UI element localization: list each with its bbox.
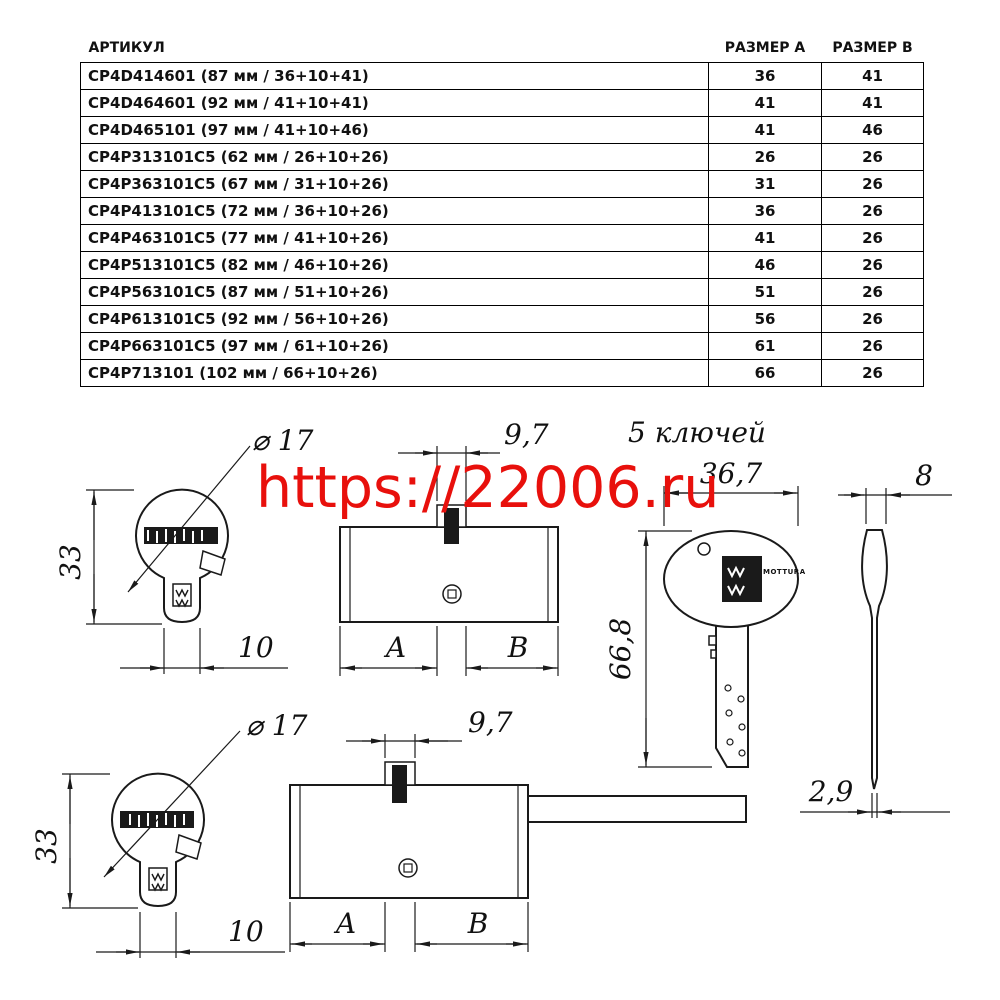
size-table: АРТИКУЛ РАЗМЕР A РАЗМЕР B CP4D414601 (87… [80,34,924,387]
size-a-cell: 51 [708,277,822,306]
dim-a-label: A [383,631,406,664]
article-cell: CP4D465101 (97 мм / 41+10+46) [80,115,709,144]
size-a-cell: 36 [708,196,822,225]
blade-thickness-label: 2,9 [808,775,854,808]
cam-tab [199,549,226,576]
dim-b-top: B [465,626,559,676]
article-cell: CP4P363101C5 (67 мм / 31+10+26) [80,169,709,198]
width-label: 10 [238,631,274,664]
key-side-profile [861,529,888,790]
diameter-label: ⌀ 17 [246,709,308,742]
cam-tab [175,833,202,860]
dim-a-label: A [333,907,356,940]
key-front-view: MOTTURA 36,7 66,8 [604,457,806,768]
keys-count-note: 5 ключей [628,416,766,449]
article-cell: CP4P713101 (102 мм / 66+10+26) [80,358,709,387]
dim-width-10-bottom: 10 [96,912,285,958]
cylinder-end-view-top: ⌀ 17 33 10 [54,424,314,674]
header-size-b: РАЗМЕР B [832,39,913,56]
fixing-screw [398,858,418,878]
tailpiece-rod [527,795,747,823]
size-a-cell: 56 [708,304,822,333]
size-a-cell: 26 [708,142,822,171]
size-a-cell: 61 [708,331,822,360]
article-cell: CP4P613101C5 (92 мм / 56+10+26) [80,304,709,333]
dim-diameter-17-bottom: ⌀ 17 [103,709,308,878]
diameter-label: ⌀ 17 [252,424,314,457]
dim-head-thickness-8: 8 [838,459,952,524]
cylinder-profile [111,772,205,908]
article-cell: CP4P463101C5 (77 мм / 41+10+26) [80,223,709,252]
watermark-url: https://22006.ru [256,455,720,521]
cam-width-label: 9,7 [468,706,513,739]
size-b-cell: 26 [821,331,924,360]
size-b-cell: 26 [821,142,924,171]
size-b-cell: 26 [821,250,924,279]
cam-width-label: 9,7 [504,418,549,451]
dim-key-length-66-8: 66,8 [604,530,712,768]
dim-a-bottom: A [289,902,386,952]
dim-diameter-17-top: ⌀ 17 [127,424,314,593]
article-cell: CP4D414601 (87 мм / 36+10+41) [80,61,709,90]
dim-a-top: A [339,626,438,676]
size-b-cell: 41 [821,61,924,90]
keyway-slot [144,527,218,544]
size-b-cell: 26 [821,358,924,387]
brand-label: MOTTURA [763,568,806,576]
dim-key-width-36-7: 36,7 [663,457,799,526]
article-cell: CP4D464601 (92 мм / 41+10+41) [80,88,709,117]
dim-b-label: B [507,631,529,664]
dim-cam-9-7-bottom: 9,7 [346,706,513,758]
dim-height-33-bottom: 33 [30,773,138,909]
height-label: 33 [30,828,63,864]
dim-blade-thickness-2-9: 2,9 [800,775,950,818]
cylinder-body [289,784,529,899]
article-cell: CP4P413101C5 (72 мм / 36+10+26) [80,196,709,225]
size-b-cell: 41 [821,88,924,117]
mottura-logo [722,556,762,602]
key-length-label: 66,8 [604,618,637,680]
fixing-screw [442,584,462,604]
stem-detail [148,867,168,891]
key-width-label: 36,7 [700,457,763,490]
stem-detail [172,583,192,607]
cylinder-body-view-top: 9,7 A B [339,418,559,676]
article-cell: CP4P563101C5 (87 мм / 51+10+26) [80,277,709,306]
size-b-cell: 26 [821,196,924,225]
cylinder-profile [135,488,229,624]
size-b-cell: 26 [821,277,924,306]
cylinder-end-view-bottom: ⌀ 17 33 10 [30,709,308,958]
dim-width-10-top: 10 [120,628,288,674]
dim-cam-9-7-top: 9,7 [398,418,549,501]
header-size-a: РАЗМЕР A [724,39,806,56]
dim-b-label: B [467,907,489,940]
dim-b-bottom: B [414,902,529,952]
width-label: 10 [228,915,264,948]
dim-height-33-top: 33 [54,489,162,625]
height-label: 33 [54,544,87,580]
size-a-cell: 66 [708,358,822,387]
size-a-cell: 36 [708,61,822,90]
cylinder-body-view-bottom: 9,7 A B [289,706,747,952]
header-article: АРТИКУЛ [88,39,165,56]
key-side-view: 8 2,9 [800,459,952,818]
head-thickness-label: 8 [915,459,933,492]
keyring-hole-icon [697,542,711,556]
size-a-cell: 41 [708,88,822,117]
table-header-row: АРТИКУЛ РАЗМЕР A РАЗМЕР B [81,34,924,62]
